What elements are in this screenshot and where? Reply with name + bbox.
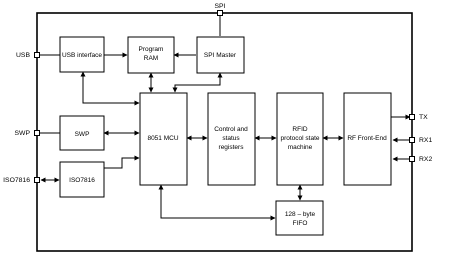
mcu-to-fifo: [158, 184, 276, 221]
swp-pin: [34, 130, 40, 136]
spi-pin: [217, 10, 223, 16]
control-status-line2: status: [222, 135, 240, 142]
swp-block: SWP: [59, 115, 105, 151]
fifo-line2: FIFO: [293, 220, 308, 227]
mcu-block: 8051 MCU: [139, 92, 188, 186]
rx1-pin: [409, 137, 415, 143]
rf-frontend-label: RF Front-End: [347, 135, 387, 142]
rfid-line1: RFID: [292, 126, 307, 133]
spi-master-to-mcu: [172, 72, 223, 93]
rx2-pin-label: RX2: [419, 156, 432, 163]
usb-pin-label: USB: [16, 52, 30, 59]
rf-frontend-block: RF Front-End: [343, 92, 392, 186]
tx-pin-label: TX: [419, 114, 428, 121]
program-ram-block: Program RAM: [127, 36, 175, 74]
rx2-pin: [409, 156, 415, 162]
mcu-label: 8051 MCU: [147, 135, 178, 142]
usb-interface-block: USB interface: [59, 36, 105, 73]
iso7816-block: ISO7816: [59, 161, 105, 198]
spi-master-label: SPI Master: [204, 52, 237, 59]
control-status-line3: registers: [219, 144, 245, 151]
iso7816-pin: [34, 177, 40, 183]
rfid-state-machine-block: RFID protocol state machine: [276, 92, 324, 186]
usb-interface-to-mcu: [80, 71, 140, 106]
rfid-line3: machine: [288, 144, 313, 151]
rx1-pin-label: RX1: [419, 137, 432, 144]
swp-pin-label: SWP: [15, 130, 31, 137]
program-ram-label-line1: Program: [139, 46, 164, 53]
control-status-block: Control and status registers: [207, 92, 256, 186]
control-status-line1: Control and: [214, 126, 248, 133]
swp-block-label: SWP: [75, 131, 90, 138]
spi-master-block: SPI Master: [196, 36, 245, 74]
usb-interface-label: USB interface: [62, 52, 102, 59]
program-ram-label-line2: RAM: [144, 55, 158, 62]
iso7816-block-label: ISO7816: [69, 177, 95, 184]
iso7816-to-mcu: [104, 155, 140, 169]
spi-pin-label: SPI: [215, 3, 226, 10]
iso7816-pin-label: ISO7816: [3, 177, 30, 184]
fifo-line1: 128 – byte: [285, 211, 316, 218]
fifo-block: 128 – byte FIFO: [275, 200, 324, 236]
usb-pin: [34, 52, 40, 58]
connections: [40, 16, 411, 221]
tx-pin: [409, 114, 415, 120]
rfid-line2: protocol state: [280, 135, 319, 142]
